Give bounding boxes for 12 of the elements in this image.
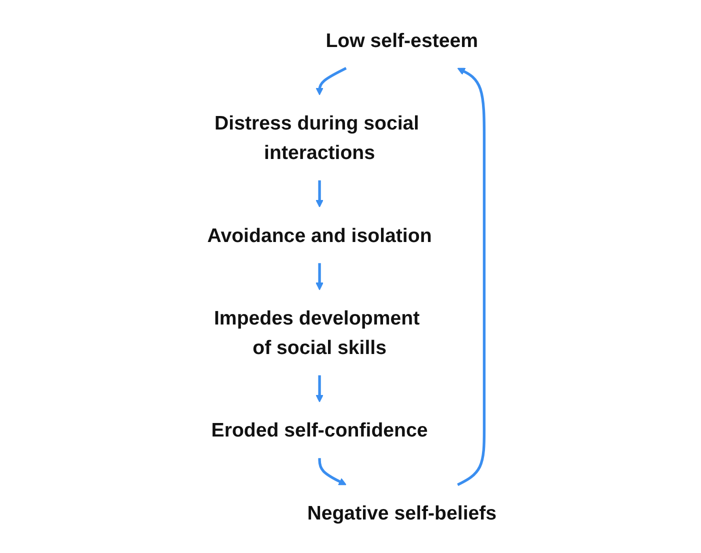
arrow (316, 375, 324, 402)
step-label: Eroded self-confidence (212, 418, 428, 442)
arrow (457, 68, 486, 486)
step-label: Negative self-beliefs (308, 502, 497, 524)
arrow (316, 67, 347, 96)
step-label: Avoidance and isolation (208, 224, 432, 246)
arrow (318, 458, 347, 486)
arrow (316, 263, 324, 290)
step-label: Impedes development of social skills (214, 306, 420, 358)
step-label: Distress during social interactions (214, 112, 420, 164)
step-label: Low self-esteem (326, 29, 478, 52)
arrow (316, 180, 324, 208)
